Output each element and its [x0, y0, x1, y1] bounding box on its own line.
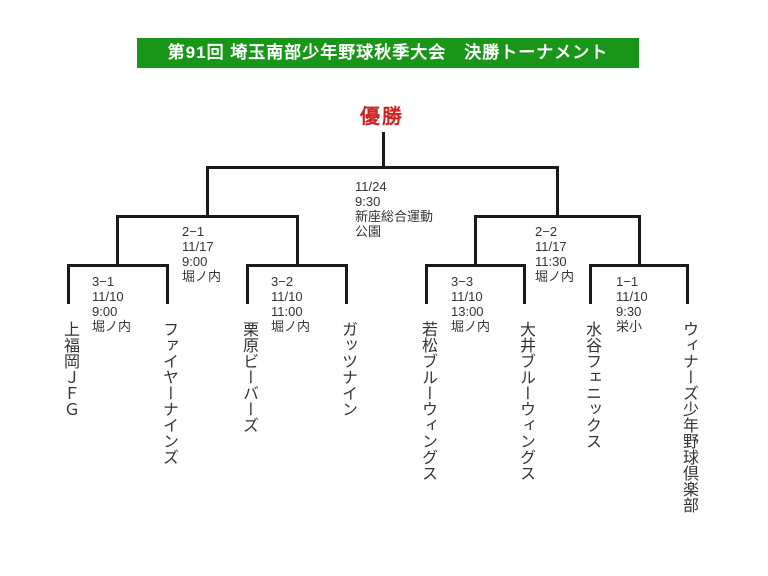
match-date: 11/10 — [451, 289, 483, 304]
team-name-guts-nine: ガッツナイン — [339, 321, 356, 417]
match-venue: 堀ノ内 — [271, 319, 311, 334]
semifinal-drop-line — [474, 215, 477, 267]
team-stub-line — [166, 264, 169, 304]
final-date: 11/24 — [355, 179, 387, 194]
match-date: 11/10 — [616, 289, 648, 304]
quarterfinal-horizontal-line — [589, 264, 689, 267]
final-horizontal-line — [206, 166, 559, 169]
tournament-title: 第91回 埼玉南部少年野球秋季大会 決勝トーナメント — [167, 43, 609, 62]
semifinal-drop-line — [296, 215, 299, 267]
team-stub-line — [523, 264, 526, 304]
match-number: 3−3 — [451, 274, 474, 289]
match-date: 11/10 — [92, 289, 124, 304]
final-left-drop-line — [206, 166, 209, 218]
match-date: 11/10 — [271, 289, 303, 304]
semifinal-2-match-info: 2−2 11/17 11:30 堀ノ内 — [535, 224, 574, 284]
match-number: 3−2 — [271, 274, 294, 289]
quarterfinal-horizontal-line — [246, 264, 348, 267]
match-time: 9:00 — [182, 254, 208, 269]
team-name-fire-nines: ファイヤーナインズ — [160, 321, 177, 465]
semifinal-left-horizontal-line — [116, 215, 299, 218]
team-name-wakamatsu-blue-wings: 若松ブルーウィングス — [419, 321, 436, 481]
quarterfinal-3-match-info: 3−3 11/10 13:00 堀ノ内 — [451, 274, 490, 334]
team-name-mizutani-phoenix: 水谷フェニックス — [583, 321, 600, 449]
team-stub-line — [246, 264, 249, 304]
final-match-info: 11/24 9:30 新座総合運動公園 — [355, 179, 441, 239]
final-right-drop-line — [556, 166, 559, 218]
quarterfinal-2-match-info: 3−2 11/10 11:00 堀ノ内 — [271, 274, 310, 334]
final-time: 9:30 — [355, 194, 381, 209]
champion-connector-line — [382, 132, 385, 169]
team-stub-line — [686, 264, 689, 304]
final-venue: 新座総合運動公園 — [355, 209, 434, 239]
match-date: 11/17 — [182, 239, 214, 254]
match-number: 1−1 — [616, 274, 639, 289]
team-name-kurihara-beavers: 栗原ビーバーズ — [240, 321, 257, 433]
match-time: 13:00 — [451, 304, 484, 319]
semifinal-drop-line — [116, 215, 119, 267]
team-stub-line — [589, 264, 592, 304]
match-number: 3−1 — [92, 274, 115, 289]
quarterfinal-1-match-info: 3−1 11/10 9:00 堀ノ内 — [92, 274, 131, 334]
semifinal-1-match-info: 2−1 11/17 9:00 堀ノ内 — [182, 224, 221, 284]
match-time: 11:30 — [535, 254, 567, 269]
match-date: 11/17 — [535, 239, 567, 254]
match-time: 11:00 — [271, 304, 303, 319]
match-venue: 堀ノ内 — [92, 319, 132, 334]
title-banner: 第91回 埼玉南部少年野球秋季大会 決勝トーナメント — [137, 38, 639, 68]
team-stub-line — [425, 264, 428, 304]
team-name-oi-blue-wings: 大井ブルーウィングス — [517, 321, 534, 481]
semifinal-right-horizontal-line — [474, 215, 641, 218]
champion-label: 優勝 — [360, 106, 404, 128]
match-venue: 堀ノ内 — [451, 319, 491, 334]
match-venue: 堀ノ内 — [535, 269, 575, 284]
team-stub-line — [67, 264, 70, 304]
match-venue: 堀ノ内 — [182, 269, 222, 284]
quarterfinal-4-match-info: 1−1 11/10 9:30 栄小 — [616, 274, 648, 334]
team-name-winners-youth-baseball: ウィナーズ少年野球倶楽部 — [680, 321, 697, 513]
match-time: 9:00 — [92, 304, 118, 319]
team-name-kamifukuoka-jfg: 上福岡ＪＦＧ — [61, 321, 78, 417]
quarterfinal-horizontal-line — [67, 264, 169, 267]
semifinal-drop-line — [638, 215, 641, 267]
match-time: 9:30 — [616, 304, 642, 319]
team-stub-line — [345, 264, 348, 304]
match-venue: 栄小 — [616, 319, 643, 334]
match-number: 2−1 — [182, 224, 205, 239]
quarterfinal-horizontal-line — [425, 264, 526, 267]
match-number: 2−2 — [535, 224, 558, 239]
